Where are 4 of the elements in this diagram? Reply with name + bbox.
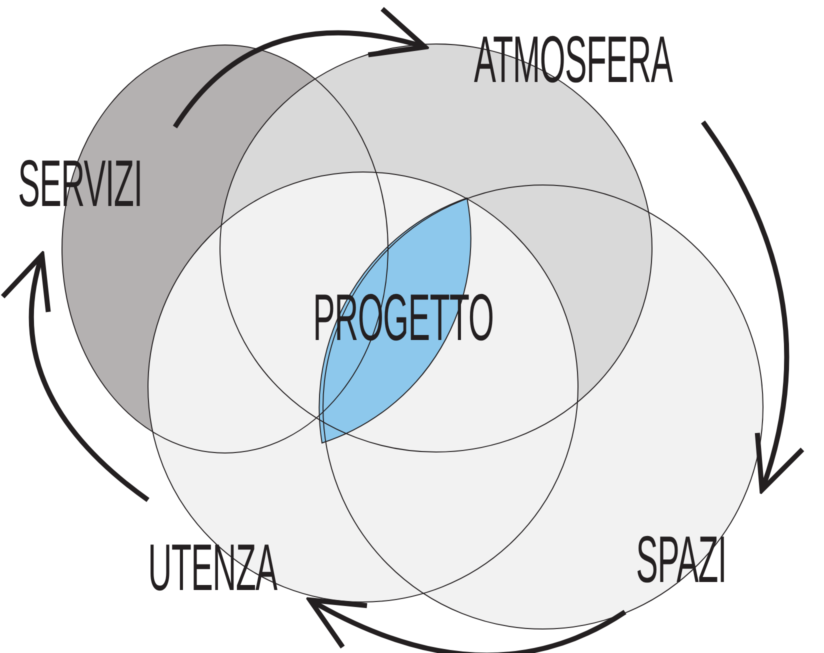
curved-arrow [2,252,150,502]
curved-arrow [700,120,804,492]
curved-arrow [308,598,626,653]
curved-arrow [172,8,428,128]
